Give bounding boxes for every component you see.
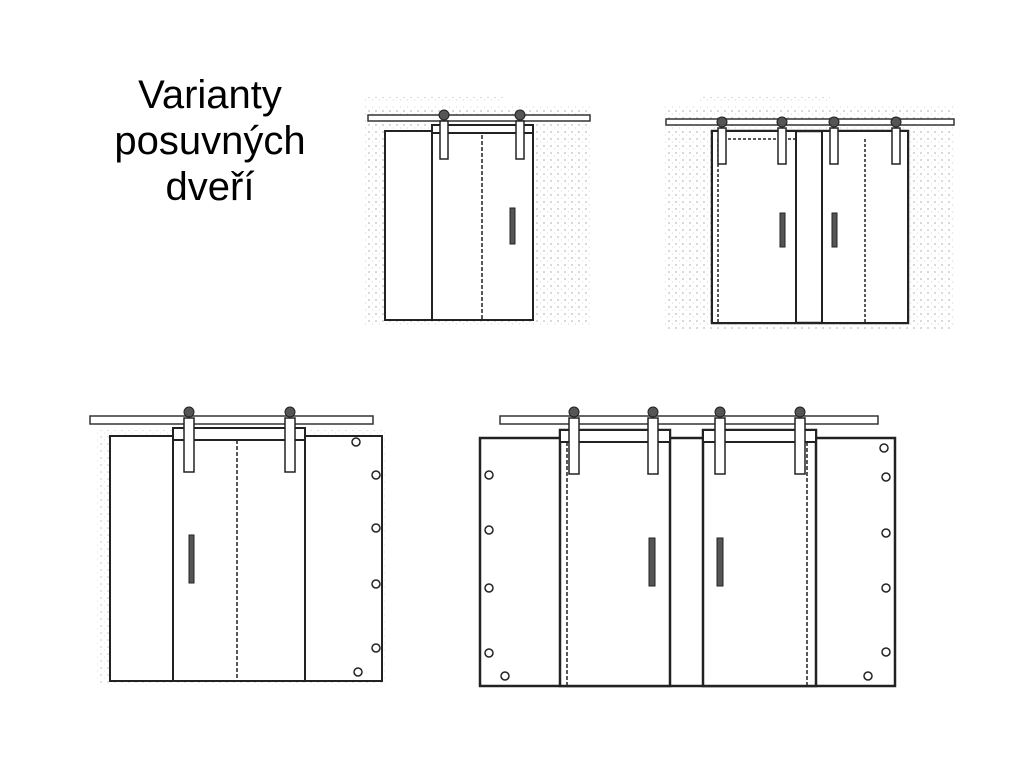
track-rail <box>665 118 955 126</box>
fixing-bolt <box>371 643 381 653</box>
roller-wheel <box>438 109 450 121</box>
double-door-large-svg <box>478 406 897 688</box>
right-door-handle <box>716 537 724 587</box>
track-rail <box>89 415 374 425</box>
left-door-handle <box>648 537 656 587</box>
hanger-strap <box>515 120 525 160</box>
title-line-1: Varianty <box>138 73 282 117</box>
hanger-strap <box>284 417 296 473</box>
single-door-small-drawing <box>360 95 595 330</box>
fixing-bolt <box>351 437 361 447</box>
fixing-bolt <box>353 667 363 677</box>
roller-wheel <box>514 109 526 121</box>
fixing-bolt <box>371 470 381 480</box>
single-door-large-svg <box>89 406 385 685</box>
track-rail <box>367 114 591 122</box>
right-door-handle <box>831 212 838 248</box>
door-frame <box>478 436 897 688</box>
door-handle <box>188 534 195 584</box>
fixing-bolt <box>371 523 381 533</box>
ceiling-texture <box>700 97 830 103</box>
hanger-strap <box>183 417 195 473</box>
double-door-small-drawing <box>660 95 960 330</box>
title-line-2: posuvných <box>114 119 306 163</box>
track-rail <box>499 415 879 425</box>
door-panel <box>172 427 306 682</box>
ceiling-texture <box>365 97 505 103</box>
double-door-small-svg <box>663 97 955 330</box>
title-line-3: dveří <box>165 165 255 209</box>
double-door-large-drawing <box>475 400 905 695</box>
slide-title: Varianty posuvných dveří <box>90 72 330 210</box>
hanger-strap <box>439 120 449 160</box>
single-door-large-drawing <box>85 400 395 690</box>
left-door-handle <box>779 212 786 248</box>
roller-wheel <box>183 406 195 418</box>
roller-wheel <box>284 406 296 418</box>
fixing-bolt <box>371 579 381 589</box>
door-handle <box>509 207 516 245</box>
single-door-small-svg <box>365 97 591 325</box>
